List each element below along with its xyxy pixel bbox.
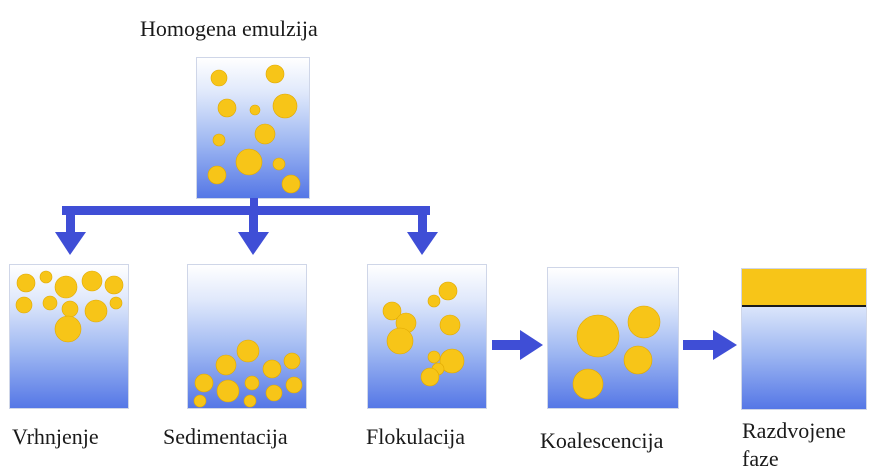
- oil-layer: [742, 269, 866, 307]
- homogeneous-emulsion-box: [197, 58, 309, 198]
- coalescence-box: [548, 268, 678, 408]
- creaming-droplets: [15, 270, 124, 343]
- separated-phases-box: [742, 269, 866, 409]
- homogeneous-droplets: [207, 64, 301, 194]
- coalescence-droplets: [572, 305, 661, 400]
- flocculation-label: Flokulacija: [366, 424, 465, 449]
- sedimentation-label: Sedimentacija: [163, 424, 288, 449]
- creaming-box: [10, 265, 128, 408]
- homogeneous-emulsion-label: Homogena emulzija: [140, 16, 318, 41]
- sedimentation-droplets: [193, 339, 303, 408]
- separated-phases-label-line1: Razdvojene: [742, 418, 846, 443]
- sedimentation-box: [188, 265, 306, 408]
- separated-phases-label-line2: faze: [742, 446, 779, 471]
- creaming-label: Vrhnjenje: [12, 424, 99, 449]
- coalescence-label: Koalescencija: [540, 428, 664, 453]
- flocculation-droplets: [382, 281, 465, 387]
- flocculation-box: [368, 265, 486, 408]
